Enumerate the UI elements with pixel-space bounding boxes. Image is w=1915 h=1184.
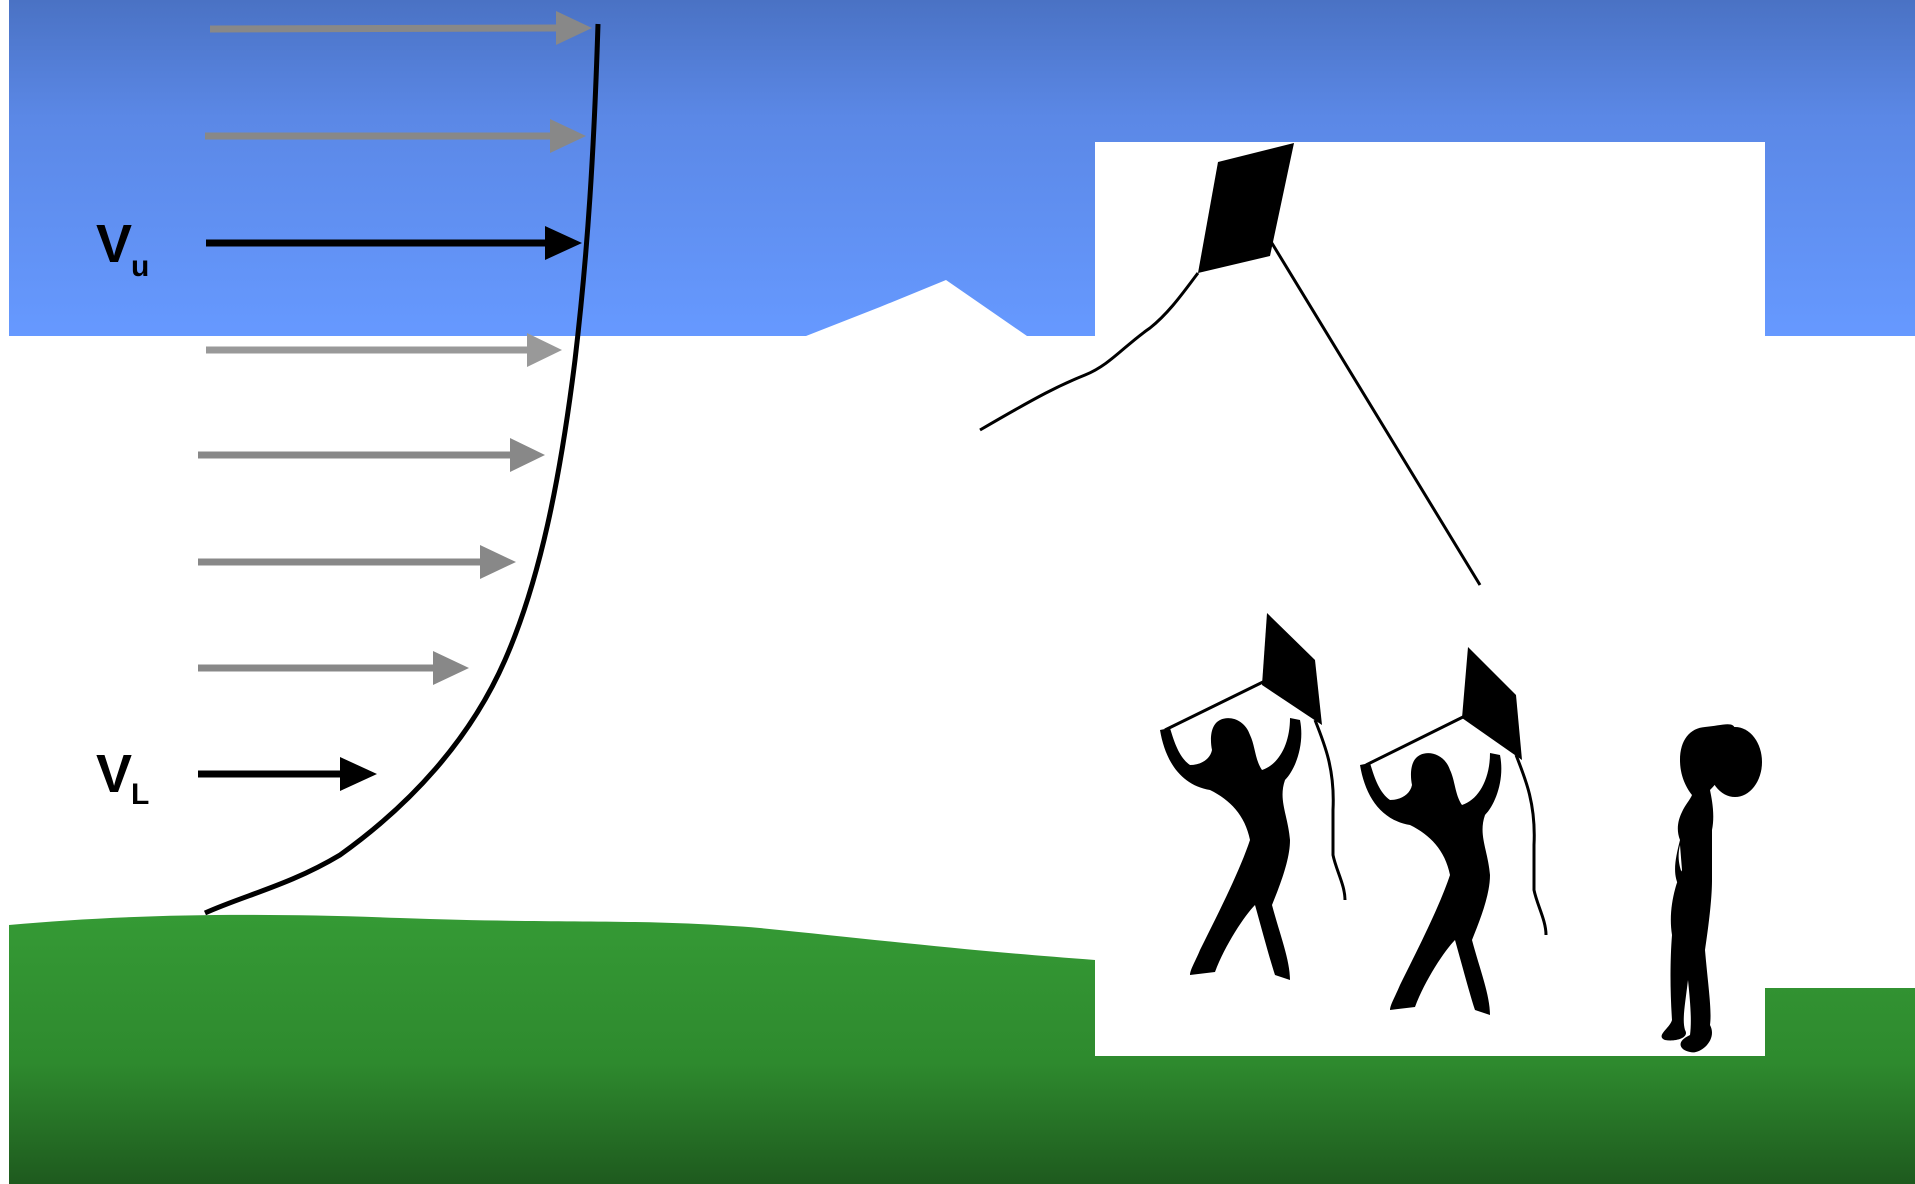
wind-arrow bbox=[198, 438, 545, 472]
wind-arrow bbox=[206, 333, 562, 367]
svg-text:V: V bbox=[96, 214, 132, 274]
lower-velocity-arrow bbox=[198, 757, 377, 791]
svg-text:u: u bbox=[131, 250, 149, 283]
lower-velocity-label: V L bbox=[96, 744, 149, 811]
wind-arrow bbox=[198, 545, 516, 579]
svg-text:V: V bbox=[96, 744, 132, 804]
svg-text:L: L bbox=[131, 778, 149, 811]
wind-arrow bbox=[198, 651, 469, 685]
kite-scene-frame bbox=[1095, 142, 1765, 1056]
